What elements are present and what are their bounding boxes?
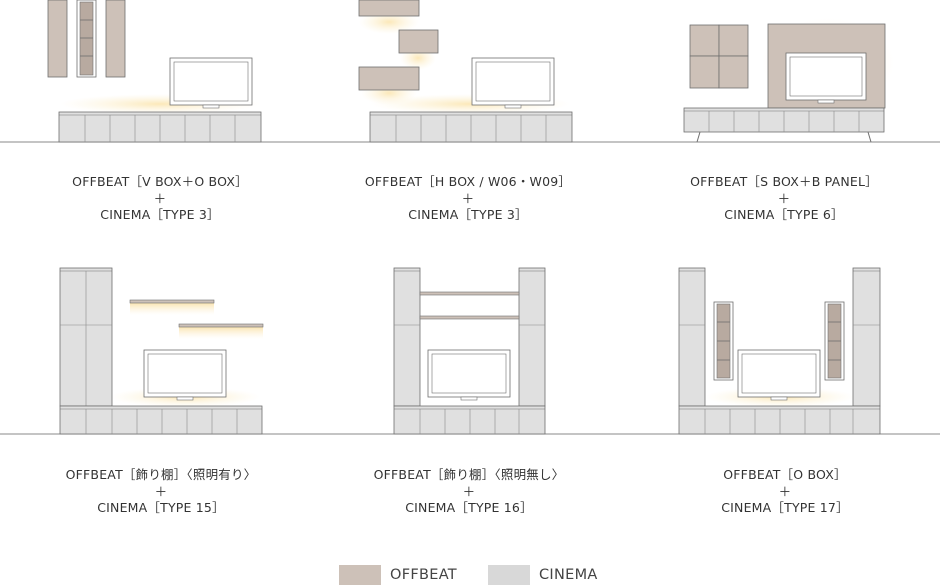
- offbeat-display-shelf: [419, 291, 520, 296]
- cinema-tall-unit: [518, 267, 546, 407]
- caption-line: CINEMA［TYPE 3］: [100, 207, 220, 222]
- caption-line: CINEMA［TYPE 3］: [408, 207, 528, 222]
- legend-offbeat: OFFBEAT: [339, 565, 457, 585]
- offbeat-s-box: [718, 55, 749, 89]
- offbeat-h-box: [398, 29, 439, 54]
- offbeat-v-box: [47, 0, 68, 78]
- cinema-tall-unit: [678, 267, 706, 407]
- tv: [737, 349, 821, 398]
- caption-line: OFFBEAT［S BOX＋B PANEL］: [690, 174, 878, 189]
- tv: [471, 57, 555, 106]
- caption-plus: ＋: [462, 483, 476, 499]
- caption-plus: ＋: [777, 190, 791, 206]
- tv: [427, 349, 511, 398]
- config-3-illustration: [683, 18, 894, 143]
- config-5-caption: OFFBEAT［飾り棚］〈照明無し〉 ＋ CINEMA［TYPE 16］: [319, 467, 619, 517]
- config-6-illustration: [678, 267, 881, 435]
- tv: [169, 57, 253, 106]
- tv: [785, 52, 867, 101]
- tv: [143, 349, 227, 398]
- config-2-caption: OFFBEAT［H BOX / W06・W09］ ＋ CINEMA［TYPE 3…: [318, 174, 618, 224]
- config-6-caption: OFFBEAT［O BOX］ ＋ CINEMA［TYPE 17］: [635, 467, 935, 517]
- caption-plus: ＋: [154, 483, 168, 499]
- caption-plus: ＋: [153, 190, 167, 206]
- offbeat-h-box: [358, 66, 420, 91]
- caption-line: CINEMA［TYPE 17］: [721, 500, 849, 515]
- caption-line: CINEMA［TYPE 16］: [405, 500, 533, 515]
- legend-cinema: CINEMA: [488, 565, 598, 585]
- cinema-tv-board: [678, 405, 881, 435]
- offbeat-swatch: [339, 565, 381, 585]
- offbeat-h-box: [358, 0, 420, 17]
- caption-line: OFFBEAT［飾り棚］〈照明無し〉: [373, 467, 565, 482]
- config-5-illustration: [393, 267, 546, 435]
- caption-line: OFFBEAT［V BOX＋O BOX］: [72, 174, 248, 189]
- config-4-caption: OFFBEAT［飾り棚］〈照明有り〉 ＋ CINEMA［TYPE 15］: [11, 467, 311, 517]
- caption-plus: ＋: [461, 190, 475, 206]
- cinema-tv-board: [393, 405, 546, 435]
- offbeat-display-shelf: [129, 299, 215, 304]
- config-3-caption: OFFBEAT［S BOX＋B PANEL］ ＋ CINEMA［TYPE 6］: [634, 174, 934, 224]
- config-1-illustration: [47, 0, 262, 143]
- caption-line: OFFBEAT［H BOX / W06・W09］: [364, 174, 572, 189]
- caption-line: CINEMA［TYPE 15］: [97, 500, 225, 515]
- cinema-swatch: [488, 565, 530, 585]
- cinema-legend-label: CINEMA: [539, 567, 598, 583]
- offbeat-display-shelf: [419, 315, 520, 320]
- config-4-illustration: [59, 267, 264, 435]
- offbeat-legend-label: OFFBEAT: [390, 567, 457, 583]
- offbeat-s-box: [718, 24, 749, 57]
- offbeat-display-shelf: [178, 323, 264, 328]
- cinema-tv-board: [59, 405, 263, 435]
- config-2-illustration: [358, 0, 573, 143]
- caption-line: OFFBEAT［飾り棚］〈照明有り〉: [65, 467, 257, 482]
- cinema-tall-unit: [852, 267, 881, 407]
- offbeat-s-box: [689, 55, 720, 89]
- caption-line: OFFBEAT［O BOX］: [723, 467, 847, 482]
- offbeat-s-box: [689, 24, 720, 57]
- config-1-caption: OFFBEAT［V BOX＋O BOX］ ＋ CINEMA［TYPE 3］: [10, 174, 310, 224]
- offbeat-v-box: [105, 0, 126, 78]
- caption-line: CINEMA［TYPE 6］: [724, 207, 844, 222]
- caption-plus: ＋: [778, 483, 792, 499]
- cinema-tall-unit: [393, 267, 421, 407]
